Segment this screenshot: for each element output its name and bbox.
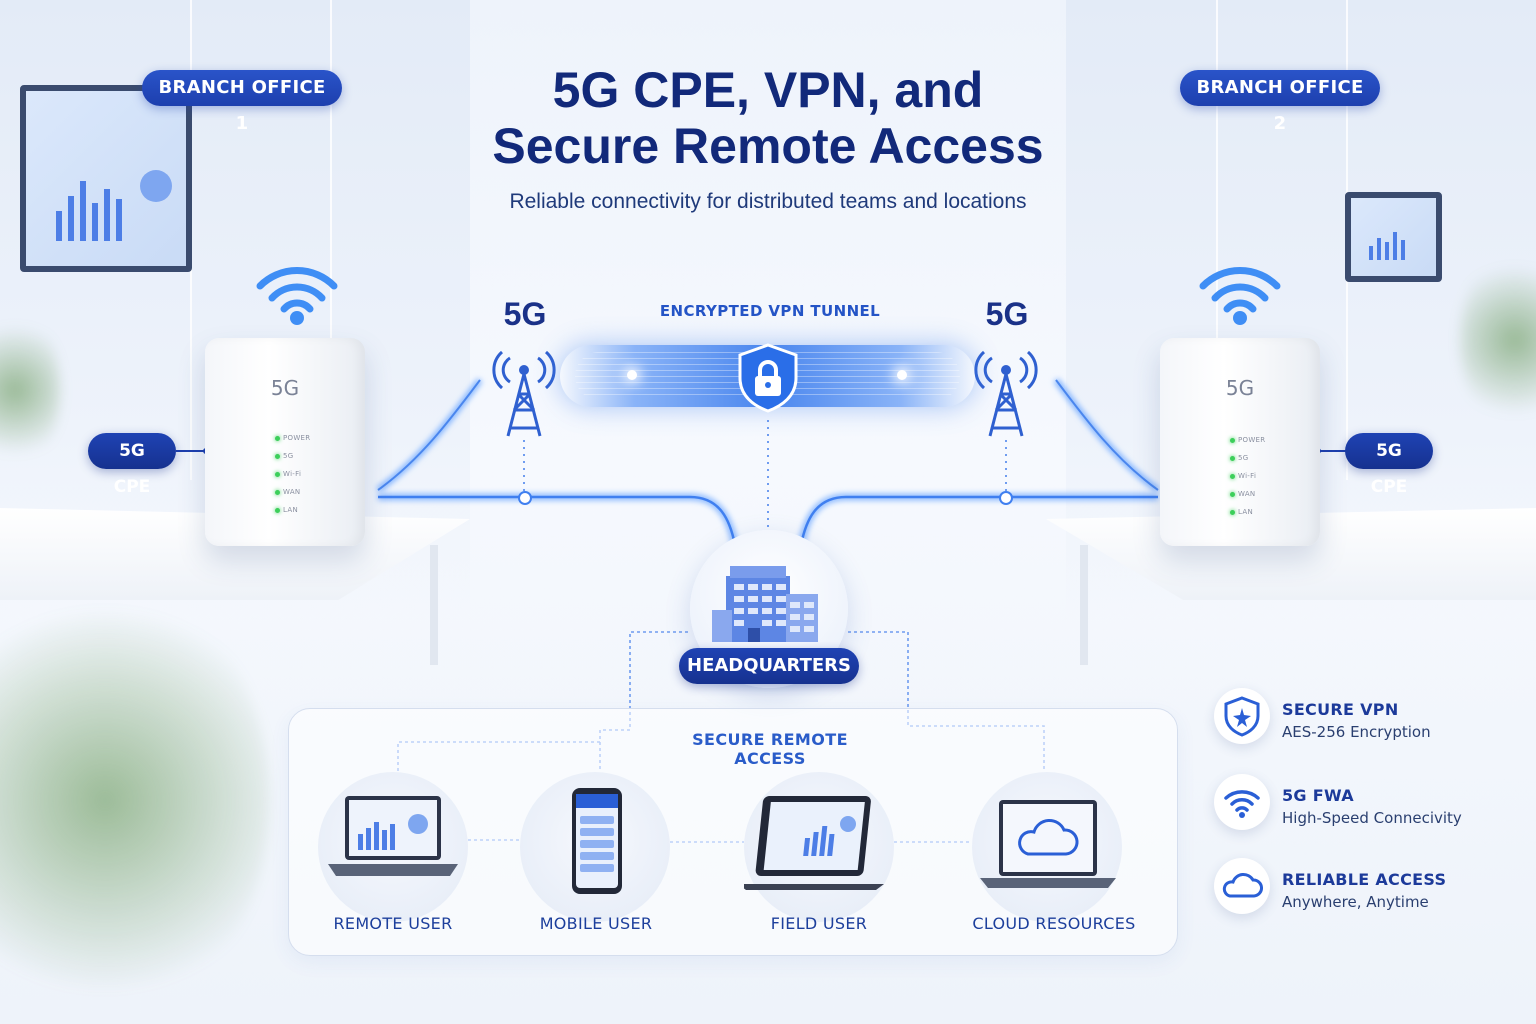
- wifi-signal-icon: [256, 267, 338, 325]
- tunnel-spark: [897, 370, 907, 380]
- page-title: 5G CPE, VPN, and Secure Remote Access: [368, 62, 1168, 174]
- feature-secure-vpn: [1214, 688, 1270, 744]
- feature-5g-fwa-desc: High-Speed Connecivity: [1282, 809, 1462, 827]
- title-line-1: 5G CPE, VPN, and: [552, 62, 984, 118]
- remote-user-label: REMOTE USER: [333, 914, 453, 933]
- feature-reliable-access-desc: Anywhere, Anytime: [1282, 893, 1429, 911]
- laptop-icon: [328, 796, 458, 876]
- branch-office-1-badge: BRANCH OFFICE 1: [142, 70, 342, 134]
- feature-5g-fwa-title: 5G FWA: [1282, 786, 1354, 805]
- field-user-node[interactable]: [738, 772, 894, 922]
- cell-tower-icon: [974, 350, 1038, 437]
- cpe-device-right: 5G POWER 5G Wi-Fi WAN LAN: [1160, 338, 1320, 546]
- remote-user-node[interactable]: [318, 772, 468, 922]
- led-lan: LAN: [1230, 508, 1253, 516]
- lock-shield-icon: [738, 343, 798, 413]
- field-user-label: FIELD USER: [770, 914, 868, 933]
- cell-tower-icon: [492, 350, 556, 437]
- feature-reliable-access-title: RELIABLE ACCESS: [1282, 870, 1447, 889]
- remote-access-title: SECURE REMOTE ACCESS: [692, 730, 848, 768]
- page-subtitle: Reliable connectivity for distributed te…: [509, 190, 1027, 213]
- mobile-user-label: MOBILE USER: [539, 914, 653, 933]
- desk-leg: [1080, 545, 1088, 665]
- tower-5g-label-right: 5G: [985, 296, 1029, 332]
- glass-divider: [1216, 0, 1218, 480]
- cpe-brand-label: 5G: [270, 376, 300, 400]
- led-5g: 5G: [1229, 454, 1249, 462]
- cpe-device-left: 5G POWER 5G Wi-Fi WAN LAN: [205, 338, 365, 546]
- chart-screen-icon: [1369, 232, 1405, 260]
- cloud-icon: [1222, 873, 1263, 898]
- led-wan: WAN: [274, 488, 301, 496]
- glass-divider: [330, 0, 332, 480]
- cpe-badge-right: 5G CPE: [1345, 433, 1433, 497]
- led-wifi: Wi-Fi: [274, 470, 302, 478]
- desk-leg: [430, 545, 438, 665]
- led-5g: 5G: [274, 452, 294, 460]
- headquarters-badge: HEADQUARTERS: [679, 648, 859, 684]
- led-wan: WAN: [1229, 490, 1256, 498]
- tower-5g-label-left: 5G: [503, 296, 547, 332]
- tablet-icon: [738, 796, 884, 890]
- cloud-resources-label: CLOUD RESOURCES: [972, 914, 1136, 933]
- feature-reliable-access: [1214, 858, 1270, 914]
- phone-icon: [572, 788, 622, 894]
- building-icon: [712, 566, 818, 642]
- led-power: POWER: [1229, 436, 1266, 444]
- chart-screen-icon: [56, 170, 172, 241]
- mobile-user-node[interactable]: [520, 772, 670, 922]
- cpe-badge-left: 5G CPE: [88, 433, 176, 497]
- led-power: POWER: [274, 434, 311, 442]
- tunnel-spark: [627, 370, 637, 380]
- shield-icon: [1224, 696, 1260, 737]
- led-wifi: Wi-Fi: [1229, 472, 1257, 480]
- plant-foreground: [0, 580, 270, 1020]
- branch-office-2-badge: BRANCH OFFICE 2: [1180, 70, 1380, 134]
- feature-5g-fwa: [1214, 774, 1270, 830]
- feature-secure-vpn-title: SECURE VPN: [1282, 700, 1399, 719]
- cloud-laptop-icon: [980, 800, 1116, 888]
- cpe-brand-label: 5G: [1225, 376, 1255, 400]
- feature-secure-vpn-desc: AES-256 Encryption: [1282, 723, 1431, 741]
- wifi-signal-icon: [1199, 267, 1281, 325]
- wifi-icon: [1224, 790, 1260, 818]
- title-line-2: Secure Remote Access: [492, 118, 1044, 174]
- cloud-resources-node[interactable]: [972, 772, 1122, 922]
- wall-monitor-right: [1345, 192, 1442, 282]
- wall-monitor-left: [20, 85, 192, 272]
- vpn-tunnel-label: ENCRYPTED VPN TUNNEL: [659, 302, 881, 320]
- led-lan: LAN: [275, 506, 298, 514]
